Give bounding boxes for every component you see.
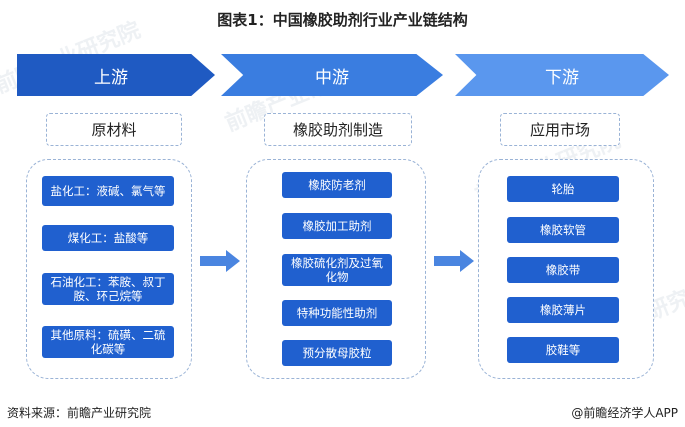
downstream-item: 胶鞋等 <box>507 337 619 363</box>
midstream-item: 橡胶硫化剂及过氧化物 <box>282 254 392 286</box>
midstream-item: 特种功能性助剂 <box>282 300 392 326</box>
stage-upstream-label: 上游 <box>94 67 128 88</box>
downstream-item: 轮胎 <box>507 176 619 202</box>
source-note: 资料来源：前瞻产业研究院 <box>7 406 152 420</box>
stage-upstream-chevron: 上游 <box>17 54 215 96</box>
upstream-item: 石油化工：苯胺、叔丁胺、环己烷等 <box>42 273 174 305</box>
downstream-item: 橡胶软管 <box>507 217 619 243</box>
stage-downstream-label: 下游 <box>545 67 579 88</box>
midstream-item: 橡胶防老剂 <box>282 172 392 198</box>
header-application-market: 应用市场 <box>500 113 620 146</box>
stage-downstream-chevron: 下游 <box>455 54 669 96</box>
upstream-item: 盐化工：液碱、氯气等 <box>42 176 174 206</box>
stage-midstream-chevron: 中游 <box>221 54 443 96</box>
brand-credit: @前瞻经济学人APP <box>571 406 678 420</box>
midstream-item: 橡胶加工助剂 <box>282 213 392 239</box>
midstream-item: 预分散母胶粒 <box>282 340 392 366</box>
header-raw-materials: 原材料 <box>46 113 182 146</box>
diagram-title: 图表1：中国橡胶助剂行业产业链结构 <box>217 11 468 29</box>
header-manufacturing: 橡胶助剂制造 <box>264 113 412 146</box>
upstream-item: 其他原料：硫磺、二硫化碳等 <box>42 326 174 358</box>
downstream-item: 橡胶薄片 <box>507 297 619 323</box>
upstream-item: 煤化工：盐酸等 <box>42 225 174 251</box>
flow-arrow-icon <box>434 250 474 272</box>
flow-arrow-icon <box>200 250 240 272</box>
downstream-item: 橡胶带 <box>507 257 619 283</box>
stage-midstream-label: 中游 <box>315 67 349 88</box>
